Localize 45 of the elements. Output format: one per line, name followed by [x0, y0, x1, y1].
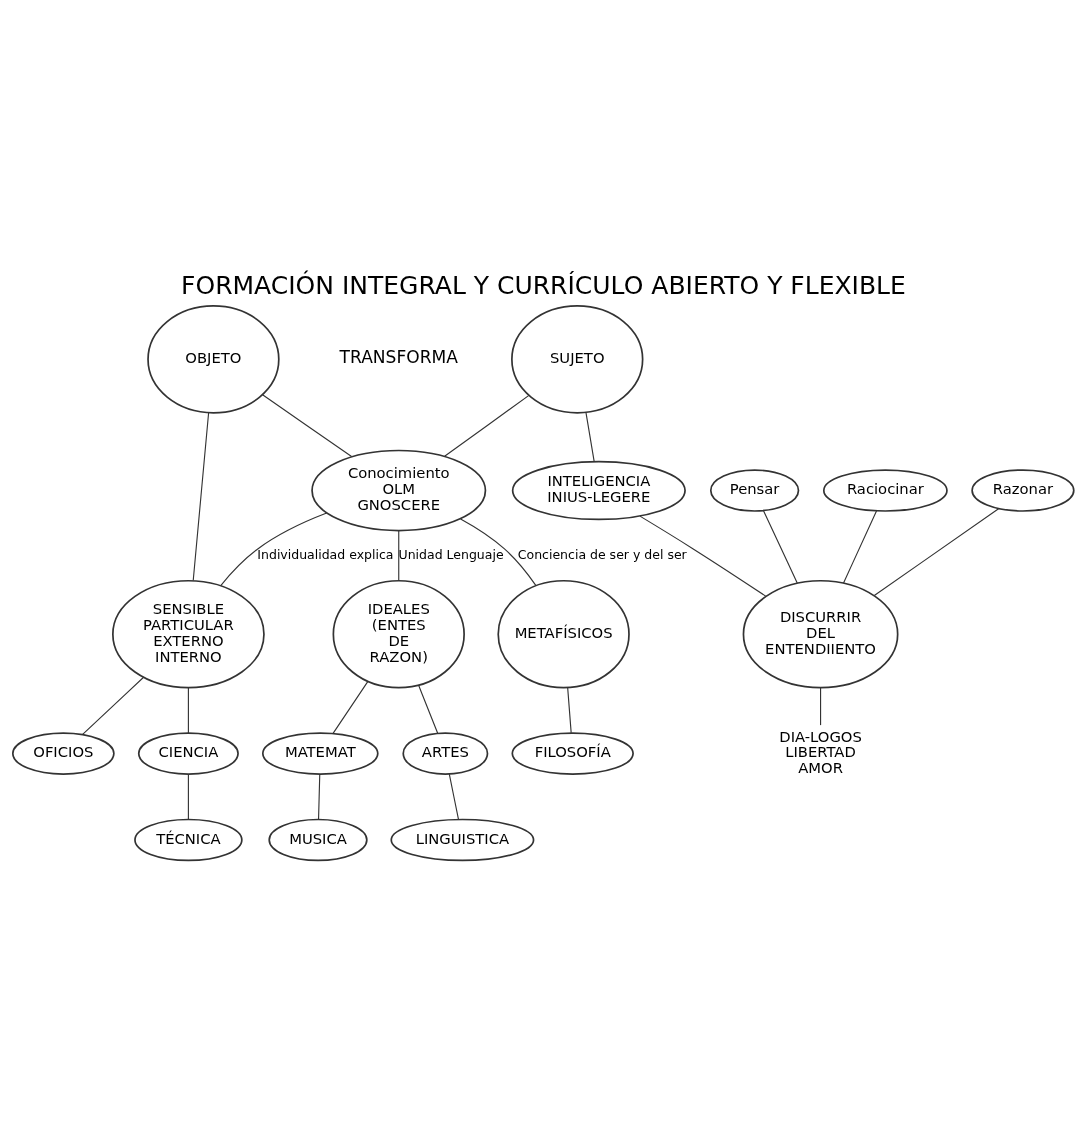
connector [762, 509, 798, 584]
node-ellipse: ARTES [402, 731, 489, 775]
connector [317, 773, 321, 820]
connector [567, 686, 572, 733]
node-ellipse: TÉCNICA [134, 818, 243, 861]
node-ellipse: Pensar [709, 468, 800, 512]
node-ellipse: IDEALES (ENTES DE RAZON) [332, 579, 465, 688]
connector [444, 394, 530, 457]
connector [639, 515, 767, 597]
node-ellipse: METAFÍSICOS [497, 579, 630, 688]
node-ellipse: FILOSOFÍA [511, 731, 634, 775]
connector [187, 773, 189, 820]
node-ellipse: MUSICA [268, 818, 368, 861]
node-ellipse: MATEMAT [261, 731, 379, 775]
connector [81, 676, 145, 735]
node-ellipse: CIENCIA [137, 731, 239, 775]
connector [460, 517, 537, 586]
node-text: DIA-LOGOS LIBERTAD AMOR [779, 727, 862, 776]
edge-label: Conciencia de ser y del ser [517, 546, 687, 562]
connector [820, 686, 822, 726]
connector [398, 529, 400, 581]
node-ellipse: Razonar [971, 468, 1075, 512]
connector [192, 411, 210, 581]
connector [332, 680, 369, 734]
connector [418, 684, 439, 734]
edge-label: Unidad Lenguaje [398, 546, 504, 562]
node-ellipse: OFICIOS [11, 731, 115, 775]
node-ellipse: DISCURRIR DEL ENTENDIIENTO [742, 579, 899, 688]
connector [262, 393, 353, 457]
connector [842, 509, 878, 583]
node-ellipse: LINGUISTICA [390, 818, 535, 861]
diagram-title: FORMACIÓN INTEGRAL Y CURRÍCULO ABIERTO Y FLEXIBLE [181, 270, 906, 300]
node-ellipse: SENSIBLE PARTICULAR EXTERNO INTERNO [112, 579, 265, 688]
connector [220, 512, 328, 586]
node-ellipse: INTELIGENCIA INIUS-LEGERE [511, 460, 686, 520]
connector [187, 686, 189, 733]
node-ellipse: Conocimiento OLM GNOSCERE [311, 449, 487, 531]
edge-label: Individualidad explica [257, 546, 394, 562]
label: TRANSFORMA [339, 346, 458, 367]
connector [585, 411, 595, 462]
node-ellipse: SUJETO [511, 304, 644, 414]
node-ellipse: Raciocinar [822, 468, 948, 512]
node-ellipse: OBJETO [147, 304, 280, 414]
connector [448, 773, 460, 820]
connector [873, 507, 1000, 596]
